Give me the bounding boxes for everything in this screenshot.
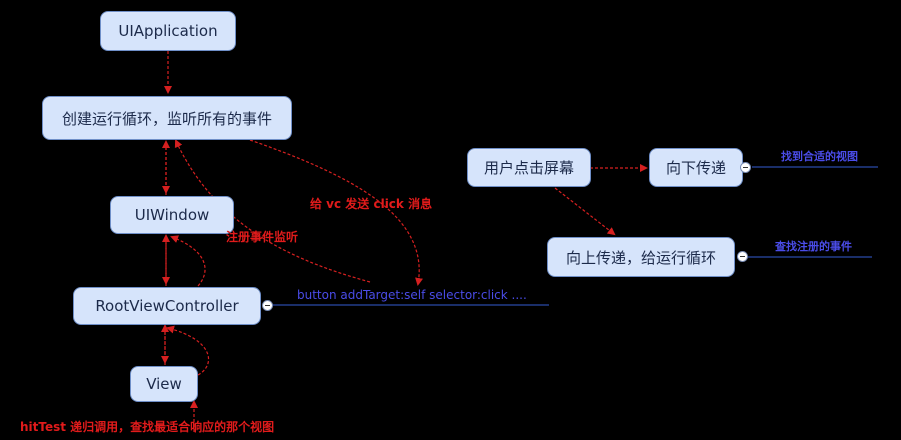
link-usertap-to-passup bbox=[554, 187, 616, 236]
node-pass-down[interactable]: 向下传递 bbox=[649, 148, 743, 187]
node-root-view-controller-label: RootViewController bbox=[95, 297, 239, 315]
node-user-tap-screen[interactable]: 用户点击屏幕 bbox=[467, 148, 591, 187]
link-register-listening bbox=[174, 139, 371, 283]
node-uiwindow-label: UIWindow bbox=[134, 206, 210, 224]
node-user-tap-screen-label: 用户点击屏幕 bbox=[483, 159, 574, 177]
node-view[interactable]: View bbox=[130, 366, 198, 402]
node-uiapplication-label: UIApplication bbox=[118, 22, 218, 40]
node-pass-up-label: 向上传递，给运行循环 bbox=[565, 248, 716, 267]
collapse-minus-icon[interactable] bbox=[740, 162, 751, 173]
collapse-minus-icon[interactable] bbox=[737, 251, 748, 262]
node-view-label: View bbox=[146, 375, 182, 393]
link-view-loop bbox=[166, 325, 210, 376]
link-send-click bbox=[249, 139, 423, 286]
node-run-loop[interactable]: 创建运行循环，监听所有的事件 bbox=[42, 96, 292, 140]
note-find-view: 找到合适的视图 bbox=[781, 150, 858, 163]
link-rootvc-loop bbox=[170, 235, 206, 287]
collapse-minus-icon[interactable] bbox=[262, 300, 273, 311]
note-add-target: button addTarget:self selector:click ...… bbox=[297, 288, 527, 302]
node-pass-down-label: 向下传递 bbox=[665, 159, 726, 177]
node-uiwindow[interactable]: UIWindow bbox=[110, 196, 234, 234]
note-send-click: 给 vc 发送 click 消息 bbox=[310, 197, 433, 211]
note-register-listening: 注册事件监听 bbox=[226, 230, 299, 244]
node-run-loop-label: 创建运行循环，监听所有的事件 bbox=[61, 109, 272, 128]
node-pass-up[interactable]: 向上传递，给运行循环 bbox=[547, 237, 735, 277]
note-hit-test: hitTest 递归调用，查找最适合响应的那个视图 bbox=[20, 420, 275, 434]
node-root-view-controller[interactable]: RootViewController bbox=[73, 287, 261, 325]
note-find-registered: 查找注册的事件 bbox=[775, 240, 852, 253]
node-uiapplication[interactable]: UIApplication bbox=[100, 11, 236, 51]
